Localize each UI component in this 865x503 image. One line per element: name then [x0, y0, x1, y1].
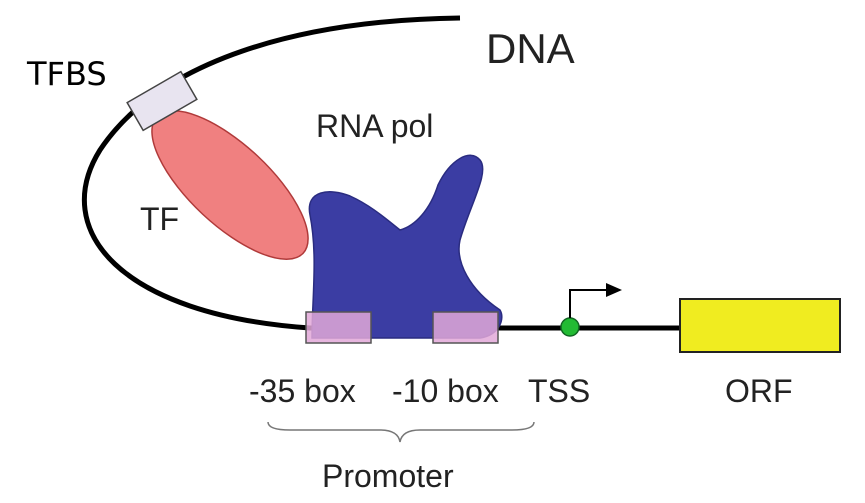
- box-35: [305, 311, 372, 344]
- box-10: [432, 311, 499, 344]
- dna-strand: [81, 15, 680, 331]
- tss-arrow-head-icon: [606, 283, 622, 297]
- tfbs-box: [126, 70, 198, 132]
- box-35-label: -35 box: [249, 373, 356, 409]
- tss-label: TSS: [528, 373, 590, 409]
- rna-pol-label: RNA pol: [316, 108, 433, 144]
- box-10-label: -10 box: [392, 373, 499, 409]
- tss-arrow: [569, 289, 606, 318]
- tfbs-label: TFBS: [26, 55, 107, 93]
- promoter-label: Promoter: [322, 458, 454, 494]
- orf-box: [679, 298, 841, 353]
- rna-polymerase: [308, 154, 503, 339]
- tss-dot: [560, 317, 580, 337]
- tf-label: TF: [140, 201, 179, 237]
- orf-label: ORF: [725, 373, 793, 409]
- dna-label: DNA: [486, 25, 575, 72]
- promoter-brace: [267, 421, 535, 443]
